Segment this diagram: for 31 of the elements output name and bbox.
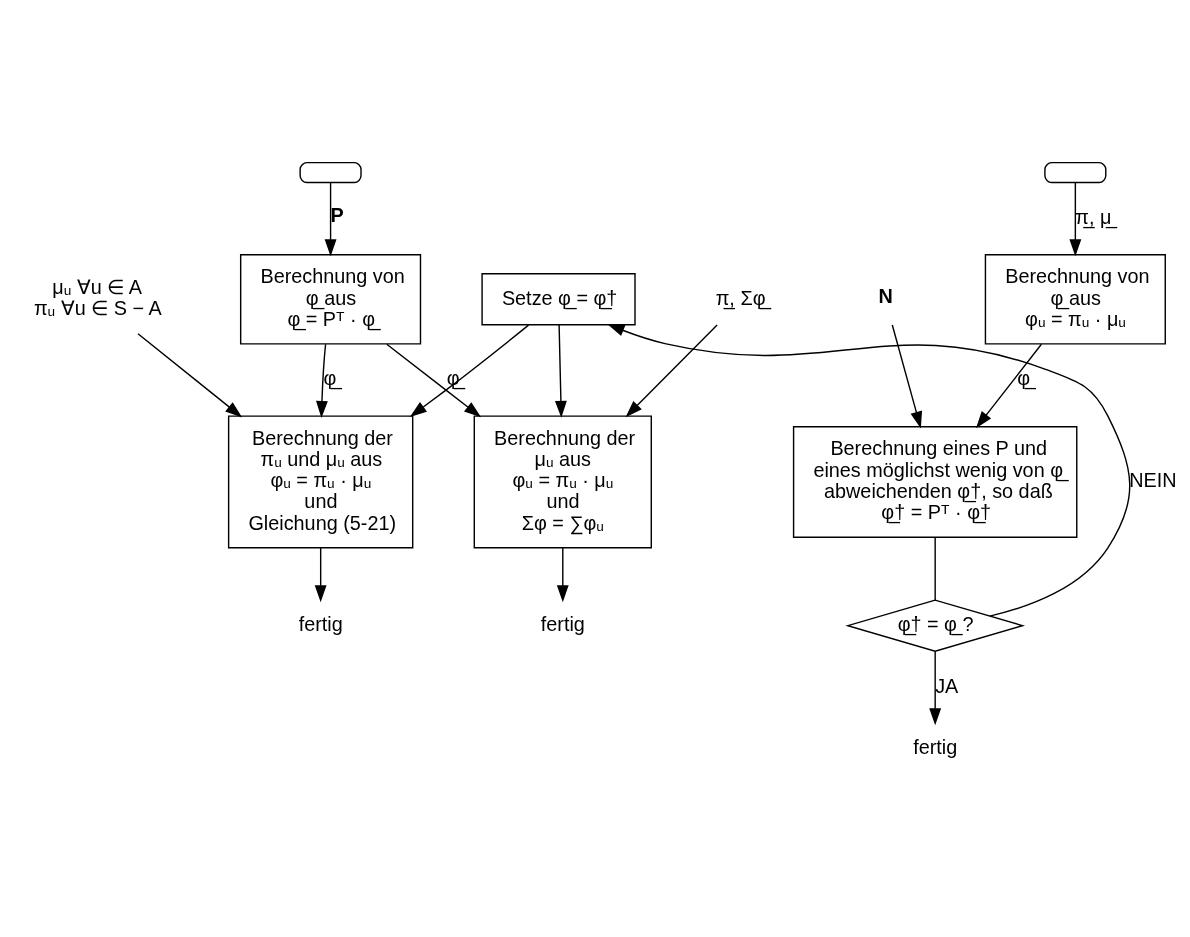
arrow: [324, 181, 337, 257]
node-oval: [299, 161, 362, 184]
arrow: [607, 324, 1131, 617]
arrow: [409, 324, 530, 417]
node-text: N: [878, 285, 893, 308]
arrow: [554, 324, 567, 418]
arrow: [1069, 181, 1082, 257]
arrow: [625, 324, 718, 418]
arrow: [929, 650, 942, 726]
node-text: fertig: [540, 612, 585, 635]
node-box: Berechnung von φ̲ aus φᵤ = πᵤ · μᵤ: [984, 254, 1166, 345]
arrow: [976, 343, 1043, 429]
arrow: [556, 547, 569, 603]
arrow: [137, 333, 243, 418]
edge-label: NEIN: [1129, 469, 1177, 492]
node-oval: [1044, 161, 1107, 184]
node-box: Berechnung von φ̲ aus φ̲ = Pᵀ · φ̲: [239, 254, 422, 345]
arrow: [891, 324, 923, 429]
edge-label: P: [330, 204, 344, 227]
arrow: [386, 343, 482, 418]
node-diamond: φ̲† = φ̲ ?: [845, 599, 1026, 652]
arrow: [316, 343, 328, 418]
connector: [934, 536, 936, 601]
node-text: fertig: [913, 736, 958, 759]
node-box: Berechnung eines P und eines möglichst wenig von φ̲ abweichenden φ̲†, so daß φ̲† = Pᵀ · φ̲†: [792, 426, 1078, 538]
node-box: Setze φ̲ = φ̲†: [481, 273, 636, 326]
node-box: Berechnung der μᵤ aus φᵤ = πᵤ · μᵤ und Σφ = ∑φᵤ: [473, 415, 652, 549]
node-box: Berechnung der πᵤ und μᵤ aus φᵤ = πᵤ · μᵤ und Gleichung (5-21): [227, 415, 414, 549]
node-text: fertig: [298, 612, 343, 635]
arrow: [314, 547, 327, 603]
node-text: μᵤ ∀u ∈ A πᵤ ∀u ∈ S − A: [33, 275, 162, 320]
